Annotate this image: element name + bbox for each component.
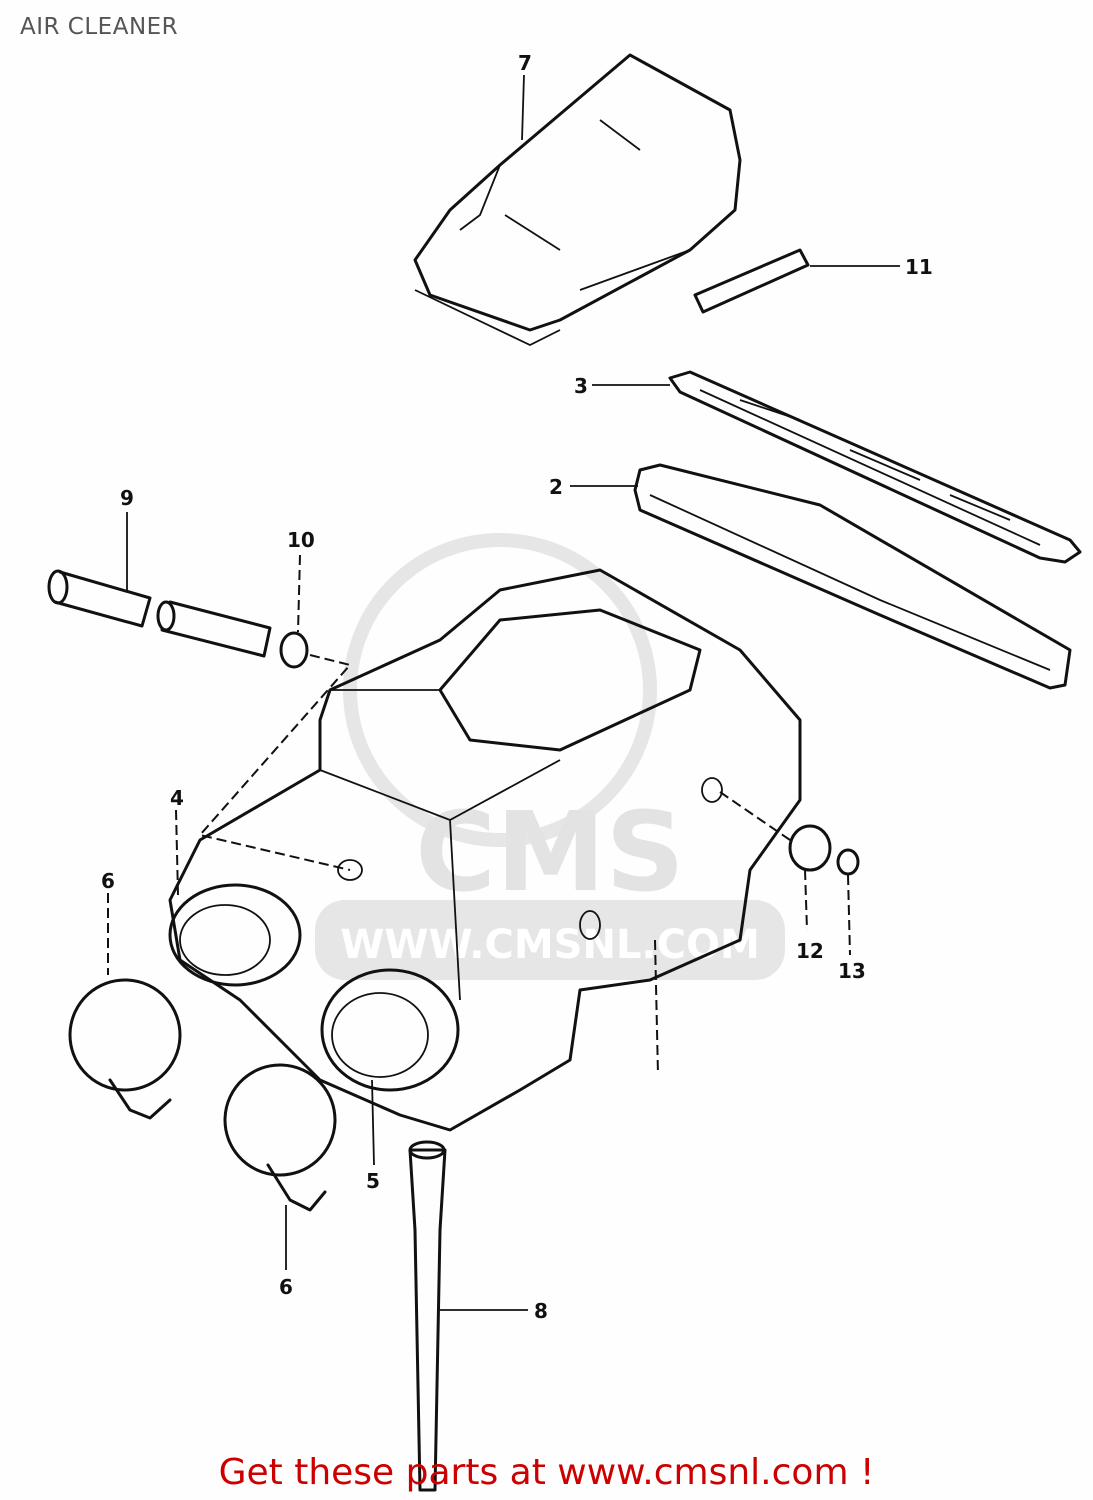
- part-clamp-left[interactable]: [55, 965, 196, 1120]
- diagram-title: AIR CLEANER: [20, 14, 179, 40]
- part-grommet[interactable]: [788, 824, 832, 872]
- callout-8: 8: [534, 1299, 548, 1323]
- callout-9: 9: [120, 486, 134, 510]
- case-hole: [701, 777, 723, 803]
- part-drain-hose[interactable]: [408, 1140, 447, 1492]
- callout-4: 4: [170, 786, 184, 810]
- cms-watermark: CMS WWW.CMSNL.COM: [315, 533, 785, 980]
- callout-2: 2: [549, 475, 563, 499]
- svg-text:CMS: CMS: [415, 788, 684, 916]
- callout-3: 3: [574, 374, 588, 398]
- cmsnl-link[interactable]: Get these parts at www.cmsnl.com !: [218, 1452, 875, 1493]
- svg-text:WWW.CMSNL.COM: WWW.CMSNL.COM: [340, 922, 760, 968]
- part-plug[interactable]: [836, 848, 860, 876]
- callout-11: 11: [905, 255, 933, 279]
- part-element-grid[interactable]: [668, 370, 1082, 564]
- callout-6-left: 6: [101, 869, 115, 893]
- part-pin[interactable]: [693, 248, 810, 314]
- callout-13: 13: [838, 959, 866, 983]
- callout-7: 7: [518, 51, 532, 75]
- callout-12: 12: [796, 939, 824, 963]
- part-clip[interactable]: [279, 631, 309, 669]
- callout-10: 10: [287, 528, 315, 552]
- part-case[interactable]: [168, 568, 802, 1132]
- callout-5: 5: [366, 1169, 380, 1193]
- part-hose[interactable]: [47, 569, 272, 658]
- leader-lines: [107, 74, 900, 1311]
- part-clamp-bottom[interactable]: [210, 1050, 351, 1212]
- callout-6-bottom: 6: [279, 1275, 293, 1299]
- part-filter-element[interactable]: [633, 463, 1072, 690]
- part-cover[interactable]: [413, 53, 742, 347]
